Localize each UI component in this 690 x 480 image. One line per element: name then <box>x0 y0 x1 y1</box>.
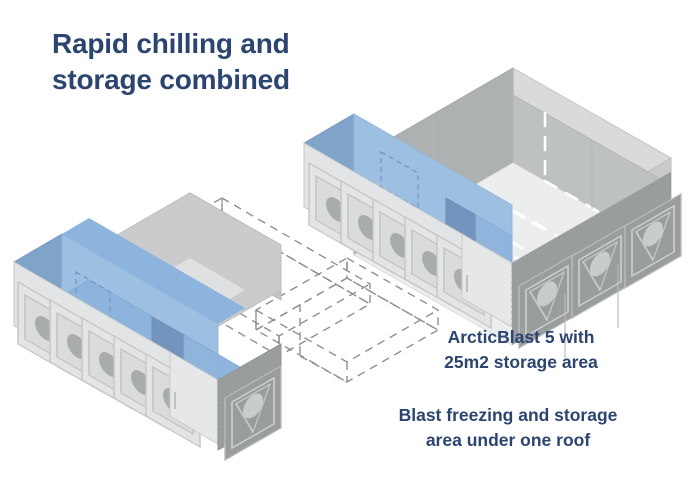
caption-benefit: Blast freezing and storage area under on… <box>398 405 618 450</box>
caption-product: ArcticBlast 5 with 25m2 storage area <box>444 327 598 372</box>
upper-blue-dashed-detail <box>380 150 419 210</box>
upper-right-seams <box>564 264 619 358</box>
lower-unit <box>13 192 440 461</box>
page-title: Rapid chilling and storage combined <box>52 28 290 95</box>
upper-unit <box>303 67 682 358</box>
lower-blue-top <box>62 218 245 324</box>
